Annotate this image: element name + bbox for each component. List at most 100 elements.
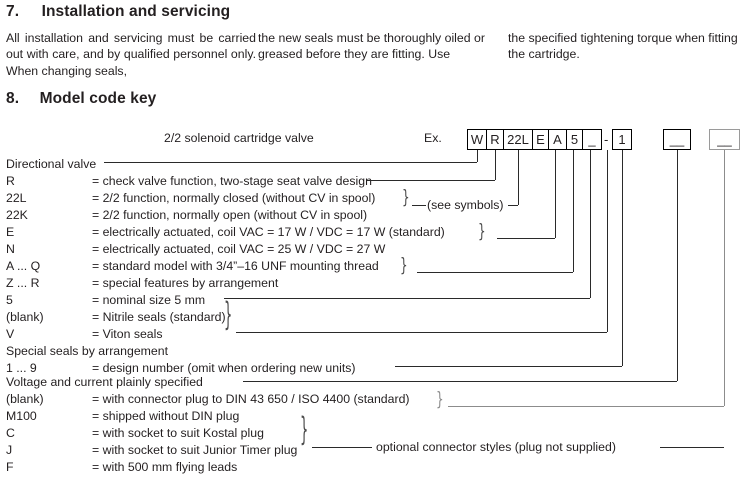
code-box-connector[interactable]: __ bbox=[709, 129, 740, 150]
key-row-code: V bbox=[6, 327, 15, 341]
key-row: Special seals by arrangement bbox=[0, 343, 460, 360]
key-row: Z ... R = special features by arrangemen… bbox=[0, 275, 460, 292]
key-row: (blank) = with connector plug to DIN 43 … bbox=[0, 391, 470, 408]
key-row-desc: = electrically actuated, coil VAC = 25 W… bbox=[92, 242, 386, 256]
key-row: 5 = nominal size 5 mm bbox=[0, 292, 460, 309]
code-box-voltage[interactable]: __ bbox=[663, 129, 691, 150]
key-row: 22K = 2/2 function, normally open (witho… bbox=[0, 207, 460, 224]
optional-connector-note: optional connector styles (plug not supp… bbox=[376, 440, 616, 454]
key-row-code: (blank) bbox=[6, 310, 44, 324]
section-7-heading: 7. Installation and servicing bbox=[6, 3, 230, 21]
connector-line-design-h bbox=[395, 366, 622, 367]
key-row-code: J bbox=[6, 443, 13, 457]
key-row-code: Voltage and current plainly specified bbox=[6, 375, 203, 389]
key-row: N = electrically actuated, coil VAC = 25… bbox=[0, 241, 470, 258]
key-row-code: Directional valve bbox=[6, 157, 97, 171]
key-row-desc: = shipped without DIN plug bbox=[92, 409, 240, 423]
see-symbols-note: (see symbols) bbox=[427, 198, 504, 212]
connector-line-22-h1 bbox=[412, 205, 426, 206]
key-row: Voltage and current plainly specified bbox=[0, 374, 460, 391]
code-box-nominal-size[interactable]: 5 bbox=[566, 129, 583, 150]
connector-line-seals-v bbox=[607, 150, 608, 332]
brace-connector-plug: } bbox=[436, 388, 444, 410]
example-label: Ex. bbox=[424, 131, 442, 145]
key-row-desc: = with socket to suit Kostal plug bbox=[92, 426, 264, 440]
connector-line-aq-v bbox=[573, 150, 574, 272]
key-row-code: 22K bbox=[6, 208, 28, 222]
key-row-desc: = check valve function, two-stage seat v… bbox=[92, 174, 372, 188]
section-7-paragraph-col2: the new seals must be thoroughly oiled o… bbox=[258, 31, 485, 62]
key-row-code: 22L bbox=[6, 191, 27, 205]
code-box-model[interactable]: A bbox=[548, 129, 567, 150]
section-8-number: 8. bbox=[6, 90, 20, 107]
section-7-title: Installation and servicing bbox=[41, 3, 231, 20]
connector-line-directional-v bbox=[477, 150, 478, 162]
connector-line-directional-h bbox=[104, 162, 477, 163]
connector-line-design-v bbox=[622, 150, 623, 366]
connector-line-aq-h bbox=[417, 272, 573, 273]
key-row-code: E bbox=[6, 225, 15, 239]
key-row-code: R bbox=[6, 174, 15, 188]
connector-line-22-h2 bbox=[508, 205, 518, 206]
key-row-desc: = Viton seals bbox=[92, 327, 163, 341]
key-row-code: Special seals by arrangement bbox=[6, 344, 168, 358]
key-row-desc: = Nitrile seals (standard) bbox=[92, 310, 226, 324]
brace-actuation: } bbox=[478, 220, 486, 242]
connector-line-en-v bbox=[555, 150, 556, 238]
brace-optional-connector: } bbox=[300, 413, 309, 450]
key-row: C = with socket to suit Kostal plug bbox=[0, 425, 460, 442]
connector-line-plug-h bbox=[448, 406, 724, 407]
code-box-design-number[interactable]: 1 bbox=[612, 129, 632, 150]
key-row-desc: = with connector plug to DIN 43 650 / IS… bbox=[92, 392, 410, 406]
section-8-heading: 8. Model code key bbox=[6, 90, 156, 108]
connector-line-size-h bbox=[224, 298, 590, 299]
code-box-function-type[interactable]: 22L bbox=[503, 129, 533, 150]
code-box-seals[interactable]: _ bbox=[582, 129, 602, 150]
key-row-desc: = with socket to suit Junior Timer plug bbox=[92, 443, 298, 457]
section-8-title: Model code key bbox=[39, 90, 157, 107]
brace-function-type: } bbox=[402, 186, 410, 208]
key-row: F = with 500 mm flying leads bbox=[0, 459, 460, 476]
key-row-desc: = electrically actuated, coil VAC = 17 W… bbox=[92, 225, 445, 239]
key-row: E = electrically actuated, coil VAC = 17… bbox=[0, 224, 470, 241]
connector-line-r-v bbox=[495, 150, 496, 180]
key-row: V = Viton seals bbox=[0, 326, 460, 343]
key-row-desc: = 2/2 function, normally closed (without… bbox=[92, 191, 376, 205]
code-box-directional[interactable]: W bbox=[467, 129, 487, 150]
product-label: 2/2 solenoid cartridge valve bbox=[164, 131, 314, 145]
connector-line-22-v bbox=[518, 150, 519, 205]
key-row: (blank) = Nitrile seals (standard) bbox=[0, 309, 460, 326]
section-7-paragraph-col3: the specified tightening torque when fit… bbox=[508, 31, 738, 62]
key-row: R = check valve function, two-stage seat… bbox=[0, 173, 460, 190]
connector-line-voltage-h bbox=[243, 381, 677, 382]
connector-line-voltage-v bbox=[677, 150, 678, 381]
key-row: Directional valve bbox=[0, 156, 460, 173]
brace-model: } bbox=[400, 254, 408, 276]
key-row: 1 ... 9 = design number (omit when order… bbox=[0, 360, 460, 377]
section-7-paragraph-col1: All installation and servicing must be c… bbox=[6, 31, 256, 78]
key-row-code: (blank) bbox=[6, 392, 44, 406]
code-box-actuation[interactable]: E bbox=[532, 129, 549, 150]
key-row-code: A ... Q bbox=[6, 259, 41, 273]
section-7-number: 7. bbox=[6, 3, 20, 20]
connector-line-plug-v bbox=[724, 150, 725, 406]
connector-line-size-v bbox=[590, 150, 591, 298]
brace-seals: } bbox=[224, 298, 233, 335]
connector-line-optional-h2 bbox=[660, 447, 724, 448]
key-row-desc: = standard model with 3/4”–16 UNF mounti… bbox=[92, 259, 379, 273]
key-row: M100 = shipped without DIN plug bbox=[0, 408, 460, 425]
key-row: A ... Q = standard model with 3/4”–16 UN… bbox=[0, 258, 460, 275]
key-row-code: Z ... R bbox=[6, 276, 40, 290]
key-row-desc: = special features by arrangement bbox=[92, 276, 279, 290]
connector-line-r-h bbox=[367, 180, 495, 181]
code-box-valve-function[interactable]: R bbox=[486, 129, 504, 150]
key-row-desc: = with 500 mm flying leads bbox=[92, 460, 238, 474]
key-row-code: 5 bbox=[6, 293, 13, 307]
connector-line-optional-h1 bbox=[312, 447, 372, 448]
key-row: J = with socket to suit Junior Timer plu… bbox=[0, 442, 460, 459]
connector-line-en-h bbox=[497, 238, 555, 239]
key-row-desc: = 2/2 function, normally open (without C… bbox=[92, 208, 368, 222]
key-row-code: F bbox=[6, 460, 14, 474]
key-row-desc: = nominal size 5 mm bbox=[92, 293, 206, 307]
key-row-code: N bbox=[6, 242, 15, 256]
